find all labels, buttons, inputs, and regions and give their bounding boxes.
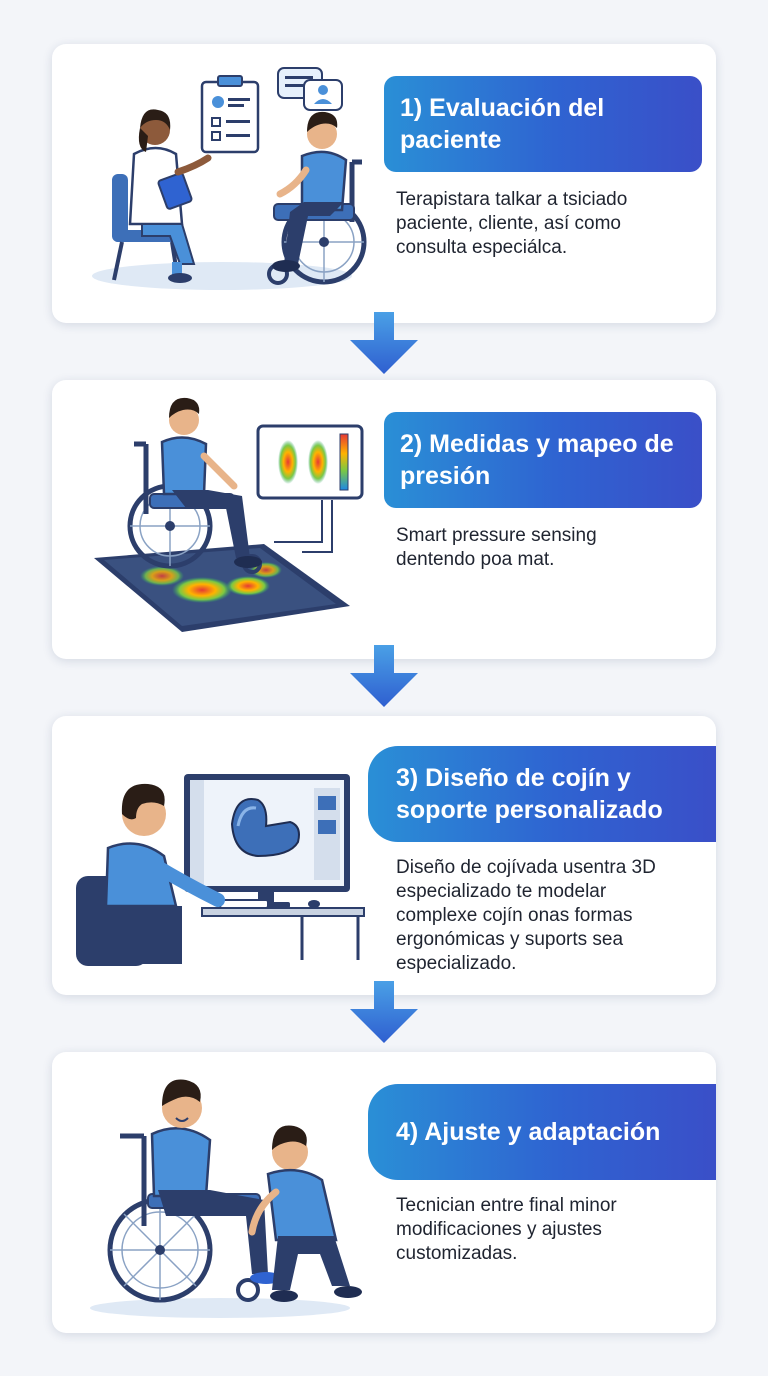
chat-bubble-icon bbox=[277, 67, 343, 111]
clipboard-icon bbox=[200, 75, 260, 154]
step-2-description: Smart pressure sensing dentendo poa mat. bbox=[396, 525, 597, 570]
down-arrow-icon bbox=[350, 645, 418, 707]
cushion-design-illustration bbox=[76, 774, 365, 966]
step-card-1: 1) Evaluación del paciente Terapistara t… bbox=[52, 44, 716, 323]
down-arrow-icon bbox=[350, 312, 418, 374]
wheelchair-adjustment-illustration bbox=[90, 1079, 362, 1318]
step-2-title: 2) Medidas y mapeo de presión bbox=[384, 412, 702, 508]
step-4-description: Tecnician entre final minor modificacion… bbox=[396, 1195, 617, 1264]
down-arrow-icon bbox=[350, 981, 418, 1043]
step-4-title: 4) Ajuste y adaptación bbox=[368, 1084, 716, 1180]
step-1-title: 1) Evaluación del paciente bbox=[384, 76, 702, 172]
step-card-2: 2) Medidas y mapeo de presión Smart pres… bbox=[52, 380, 716, 659]
step-card-4: 4) Ajuste y adaptación Tecnician entre f… bbox=[52, 1052, 716, 1333]
step-3-description: Diseño de cojívada usentra 3D especializ… bbox=[396, 857, 656, 974]
step-3-title: 3) Diseño de cojín y soporte personaliza… bbox=[368, 746, 716, 842]
pressure-mapping-illustration bbox=[94, 397, 364, 632]
step-1-description: Terapistara talkar a tsiciado paciente, … bbox=[396, 189, 628, 258]
step-card-3: 3) Diseño de cojín y soporte personaliza… bbox=[52, 716, 716, 995]
therapist-consultation-illustration bbox=[92, 67, 367, 290]
